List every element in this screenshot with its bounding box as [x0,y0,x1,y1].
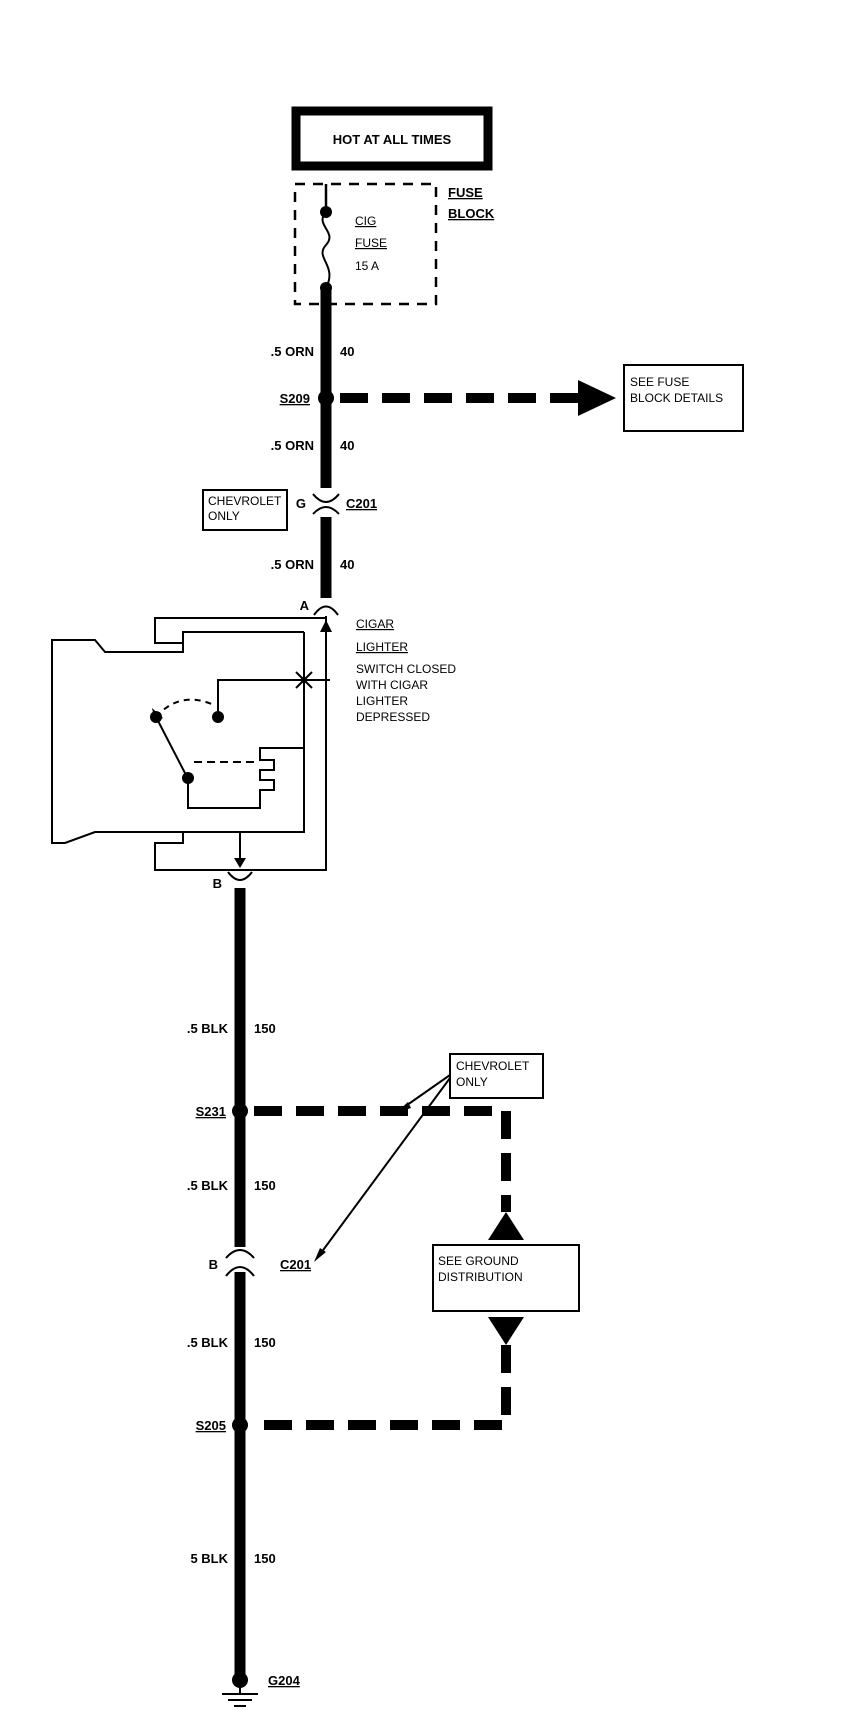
splice-s205: S205 [196,1417,248,1433]
hot-at-all-times-box: HOT AT ALL TIMES [291,106,493,171]
cig-fuse: CIG FUSE 15 A [320,184,387,294]
wire-1-gauge: .5 ORN [271,344,314,359]
arrow-down-icon [488,1317,524,1345]
chevrolet-top-2: ONLY [208,509,240,523]
wire-5-circuit: 150 [254,1178,276,1193]
wire-6-gauge: .5 BLK [187,1335,229,1350]
fuse-label-2: FUSE [355,236,387,250]
c201-bottom-pin: B [209,1257,218,1272]
lighter-pin-a: A [300,598,339,616]
chevrolet-only-note-top: CHEVROLET ONLY [202,489,288,531]
wire-3-gauge: .5 ORN [271,557,314,572]
chevrolet-bottom-1: CHEVROLET [456,1059,530,1073]
connector-c201-bottom: B C201 [209,1249,311,1277]
see-fuse-label-1: SEE FUSE [630,375,689,389]
wire-7-circuit: 150 [254,1551,276,1566]
s209-label: S209 [280,391,310,406]
chevrolet-bottom-2: ONLY [456,1075,488,1089]
wire-4-circuit: 150 [254,1021,276,1036]
arrow-up-icon [488,1212,524,1240]
c201-bottom-name: C201 [280,1257,311,1272]
chevrolet-top-1: CHEVROLET [208,494,282,508]
wire-6-circuit: 150 [254,1335,276,1350]
see-fuse-block-box[interactable]: SEE FUSE BLOCK DETAILS [623,364,744,432]
fuse-block-label-1: FUSE [448,185,483,200]
wire-7-gauge: 5 BLK [190,1551,228,1566]
c201-top-pin: G [296,496,306,511]
ground-dashed-upper [254,1106,511,1212]
s205-label: S205 [196,1418,226,1433]
lighter-pin-b: B [213,871,253,891]
wire-3-circuit: 40 [340,557,354,572]
wire-5-gauge: .5 BLK [187,1178,229,1193]
lighter-line-4: WITH CIGAR [356,678,428,692]
see-ground-1: SEE GROUND [438,1254,519,1268]
chevrolet-only-note-bottom: CHEVROLET ONLY [314,1053,544,1262]
ground-dashed-lower [254,1345,511,1430]
fuse-label-3: 15 A [355,259,379,273]
lighter-line-2: LIGHTER [356,640,408,654]
pin-a-label: A [300,598,310,613]
lighter-line-5: LIGHTER [356,694,408,708]
lighter-line-1: CIGAR [356,617,394,631]
wire-2-circuit: 40 [340,438,354,453]
lighter-label: CIGAR LIGHTER SWITCH CLOSED WITH CIGAR L… [356,617,456,724]
wire-1-circuit: 40 [340,344,354,359]
hot-label: HOT AT ALL TIMES [333,132,452,147]
pin-b-label: B [213,876,222,891]
wire-2-gauge: .5 ORN [271,438,314,453]
c201-top-name: C201 [346,496,377,511]
see-ground-2: DISTRIBUTION [438,1270,523,1284]
ground-g204: G204 [222,1672,301,1707]
splice-s209: S209 [280,390,334,406]
fuse-block: FUSE BLOCK [293,182,495,306]
fuse-label-1: CIG [355,214,376,228]
lighter-line-6: DEPRESSED [356,710,430,724]
fuse-block-label-2: BLOCK [448,206,495,221]
lighter-line-3: SWITCH CLOSED [356,662,456,676]
wire-4-gauge: .5 BLK [187,1021,229,1036]
g204-label: G204 [268,1673,301,1688]
splice-s231: S231 [196,1103,248,1119]
s231-label: S231 [196,1104,226,1119]
arrow-right-icon [578,380,616,416]
see-fuse-label-2: BLOCK DETAILS [630,391,723,405]
cigar-lighter [51,616,332,871]
see-ground-distribution-box[interactable]: SEE GROUND DISTRIBUTION [432,1244,580,1312]
connector-c201-top: G C201 [296,493,377,515]
